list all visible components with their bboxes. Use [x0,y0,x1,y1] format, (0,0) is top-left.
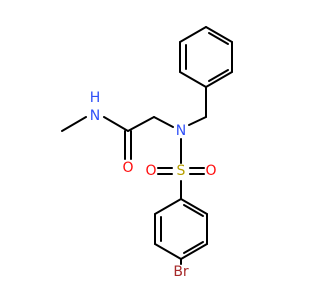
atom-h: H [90,90,101,106]
bromophenyl-inner-3 [183,204,204,217]
phenyl-bond-6 [205,71,233,88]
bromophenyl-inner-2 [183,241,204,254]
bond-n-benzyl-ch2 [188,116,207,126]
phenyl-bond-1 [179,71,207,88]
atom-sulfonamide-nitrogen: N [176,123,186,139]
atom-sulfonyl-oxygen-left: O [145,163,156,179]
atom-sulfur: S [177,163,186,179]
phenyl-inner-3 [208,69,229,82]
bromophenyl-bond-4 [180,243,208,260]
bond-ch2-n [153,116,174,128]
atom-labels: H N O N S O O Br [90,90,217,280]
phenyl-inner-2 [208,32,229,45]
atom-bromine: Br [173,264,189,280]
bromophenyl-bond-3 [154,243,182,260]
bond-nh-carbonyl [103,116,129,132]
phenyl-bond-3 [179,26,207,43]
molecule-structure: H N O N S O O Br [61,26,233,280]
atom-nh-nitrogen: N [90,108,100,124]
atom-amide-oxygen: O [122,160,133,176]
bromophenyl-bond-1 [154,198,182,215]
bond-carbonyl-ch2 [127,116,155,132]
atom-sulfonyl-oxygen-right: O [205,163,216,179]
bonds [61,26,233,265]
phenyl-bond-4 [205,26,233,43]
bond-methyl-nh [61,116,87,132]
bromophenyl-bond-6 [180,198,208,215]
